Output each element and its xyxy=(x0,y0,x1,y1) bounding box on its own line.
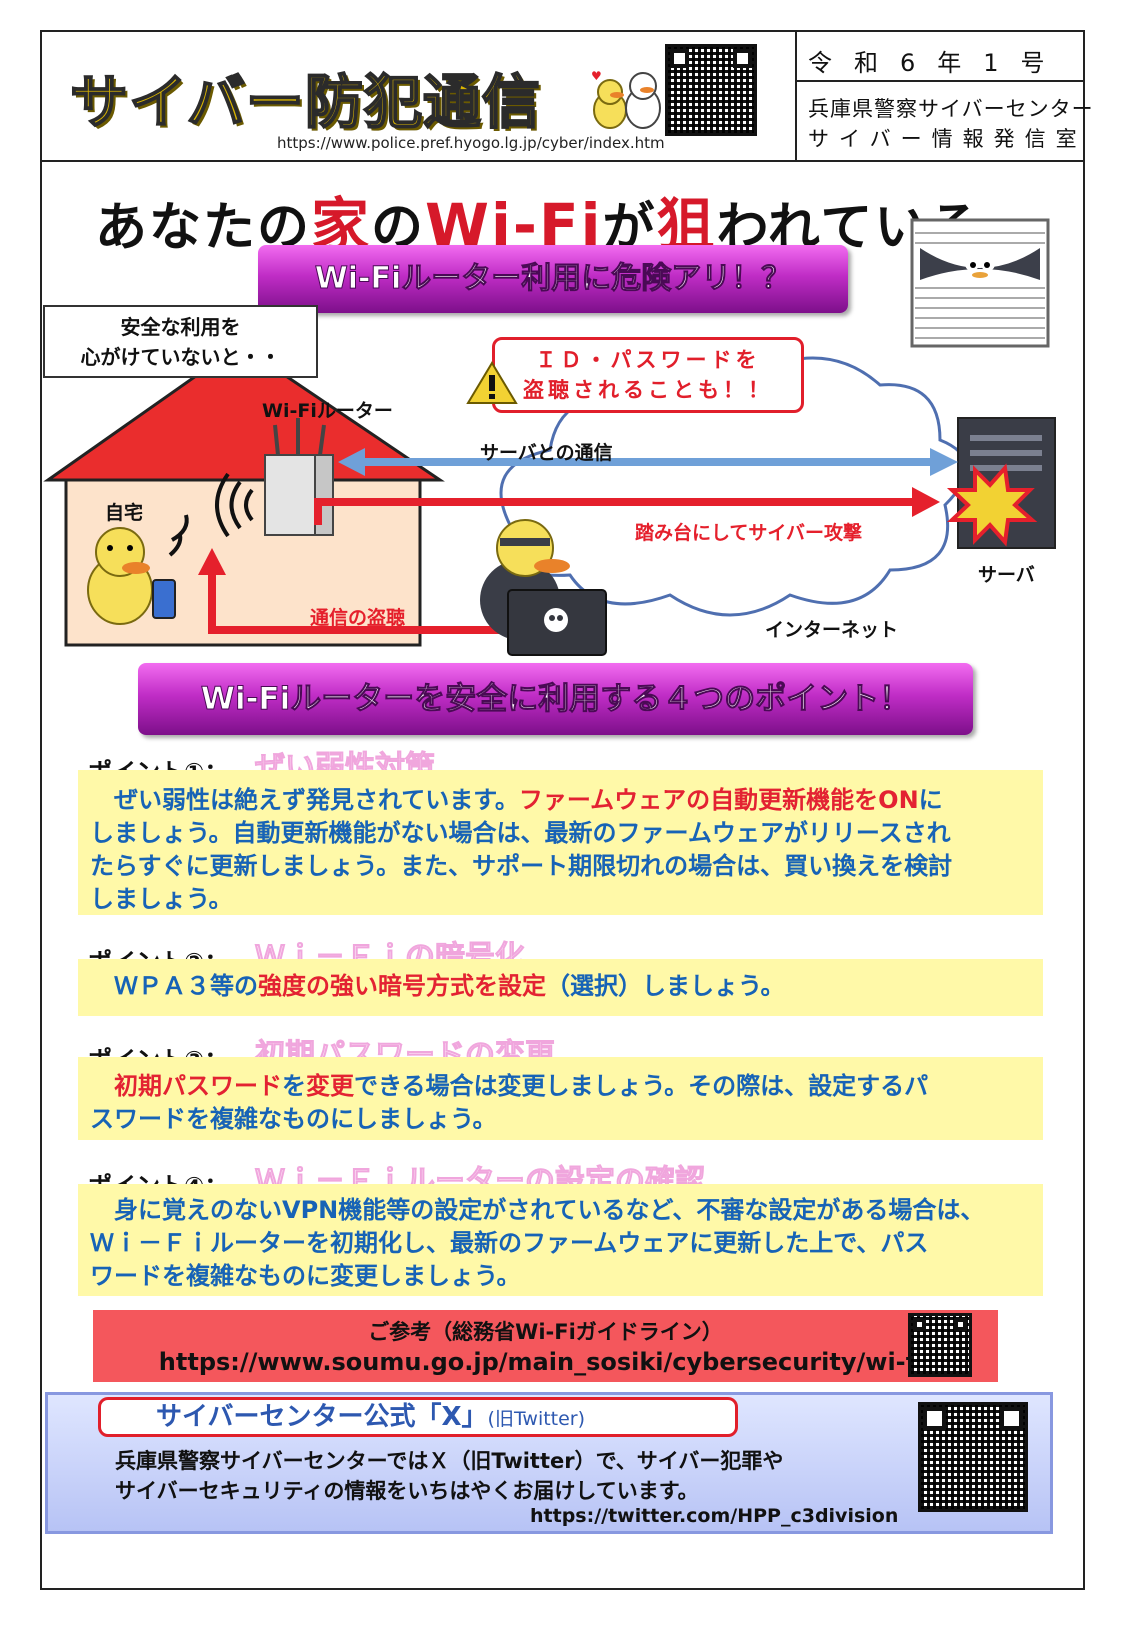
internet-label: インターネット xyxy=(765,619,899,641)
body-text: スワードを複雑なものにしましょう。 xyxy=(90,1105,497,1133)
router-label: Wi-Fiルーター xyxy=(262,400,393,422)
x-account-title-small: (旧Twitter) xyxy=(487,1408,586,1430)
body-text: （選択）しましょう。 xyxy=(546,972,785,1000)
point-body-line: たらすぐに更新しましょう。また、サポート期限切れの場合は、買い換えを検討 xyxy=(90,850,1031,883)
eavesdrop-arrow xyxy=(198,548,500,634)
impact-burst-icon xyxy=(946,463,1038,547)
body-text: Ｗｉ－Ｆｉルーターを初期化し、最新のファームウェアに更新した上で、パス xyxy=(90,1229,929,1257)
emphasis-text: ファームウェアの自動更新機能をON xyxy=(518,786,919,814)
point-3-body: 初期パスワードを変更できる場合は変更しましょう。その際は、設定するパスワードを複… xyxy=(78,1057,1043,1140)
eavesdrop-warning: ＩＤ・パスワードを 盗聴されることも！！ xyxy=(492,337,804,413)
body-text: ワードを複雑なものに変更しましょう。 xyxy=(90,1262,521,1290)
attack-label: 踏み台にしてサイバー攻撃 xyxy=(635,522,863,544)
server-label: サーバ xyxy=(978,564,1035,586)
issue-number: 令和6年1号 xyxy=(808,49,1067,77)
peeking-duck-blinds-icon xyxy=(910,218,1050,348)
x-account-description: 兵庫県警察サイバーセンターではＸ（旧Twitter）で、サイバー犯罪や サイバー… xyxy=(115,1446,783,1506)
body-text: 身に覚えのないVPN機能等の設定がされているなど、不審な設定がある場合は、 xyxy=(90,1196,985,1224)
mascot-ducks-icon: ♥ xyxy=(591,69,661,129)
x-account-url[interactable]: https://twitter.com/HPP_c3division xyxy=(530,1505,899,1527)
reference-url[interactable]: https://www.soumu.go.jp/main_sosiki/cybe… xyxy=(158,1348,933,1376)
note-line: 安全な利用を xyxy=(120,315,241,339)
body-text: しましょう。 xyxy=(90,885,233,913)
point-body-line: 身に覚えのないVPN機能等の設定がされているなど、不審な設定がある場合は、 xyxy=(90,1194,1031,1227)
warning-triangle-icon xyxy=(466,361,518,404)
department-name: 兵庫県警察サイバーセンター xyxy=(808,97,1094,121)
body-text xyxy=(90,1072,114,1100)
body-text: しましょう。自動更新機能がない場合は、最新のファームウェアがリリースされ xyxy=(90,819,951,847)
four-points-banner: Wi-Fiルーターを安全に利用する４つのポイント！ xyxy=(138,663,973,735)
careless-use-note: 安全な利用を 心がけていないと・・ xyxy=(43,305,318,378)
attack-arrow xyxy=(314,487,940,525)
header-vertical-divider xyxy=(795,30,797,160)
wifi-attack-diagram xyxy=(43,343,1056,656)
server-communication-arrow xyxy=(338,448,958,476)
warning-line: ＩＤ・パスワードを xyxy=(535,348,761,372)
masthead-title: サイバー防犯通信 xyxy=(69,67,541,137)
point-body-line: ぜい弱性は絶えず発見されています。ファームウェアの自動更新機能をONに xyxy=(90,784,1031,817)
smartphone-icon xyxy=(152,579,176,619)
svg-text:♥: ♥ xyxy=(591,69,602,83)
home-label: 自宅 xyxy=(105,502,144,524)
emphasis-text: 変更 xyxy=(306,1072,354,1100)
header-url[interactable]: https://www.police.pref.hyogo.lg.jp/cybe… xyxy=(277,134,665,152)
warning-line: 盗聴されることも！！ xyxy=(523,378,773,402)
eavesdrop-label: 通信の盗聴 xyxy=(310,607,406,629)
point-body-line: ワードを複雑なものに変更しましょう。 xyxy=(90,1260,1031,1293)
x-qr-code-icon xyxy=(918,1402,1028,1512)
header-divider xyxy=(40,160,1085,162)
page-frame xyxy=(40,30,1085,1590)
x-account-title: サイバーセンター公式「X」(旧Twitter) xyxy=(98,1397,738,1437)
wifi-router-icon xyxy=(264,418,334,536)
header-issue-divider xyxy=(795,80,1085,82)
body-text: ＷＰＡ３等の xyxy=(90,972,258,1000)
note-line: 心がけていないと・・ xyxy=(80,345,281,369)
x-description-line: サイバーセキュリティの情報をいちはやくお届けしています。 xyxy=(115,1479,699,1503)
body-text: できる場合は変更しましょう。その際は、設定するパ xyxy=(354,1072,929,1100)
body-text: に xyxy=(918,786,943,814)
header-qr-code-icon xyxy=(665,44,757,136)
reference-qr-code-icon xyxy=(908,1313,972,1377)
emphasis-text: 初期パスワード xyxy=(114,1072,282,1100)
body-text: たらすぐに更新しましょう。また、サポート期限切れの場合は、買い換えを検討 xyxy=(90,852,953,880)
point-body-line: スワードを複雑なものにしましょう。 xyxy=(90,1103,1031,1136)
x-description-line: 兵庫県警察サイバーセンターではＸ（旧Twitter）で、サイバー犯罪や xyxy=(115,1449,784,1473)
point-body-line: 初期パスワードを変更できる場合は変更しましょう。その際は、設定するパ xyxy=(90,1070,1031,1103)
point-body-line: しましょう。 xyxy=(90,883,1031,916)
office-name: サイバー情報発信室 xyxy=(808,127,1087,151)
body-text: ぜい弱性は絶えず発見されています。 xyxy=(90,786,519,814)
danger-banner: Wi-Fiルーター利用に危険アリ！？ xyxy=(258,245,848,313)
point-2-body: ＷＰＡ３等の強度の強い暗号方式を設定（選択）しましょう。 xyxy=(78,959,1043,1016)
point-1-body: ぜい弱性は絶えず発見されています。ファームウェアの自動更新機能をONにしましょう… xyxy=(78,770,1043,915)
hacker-duck-icon xyxy=(480,519,607,656)
body-text: を xyxy=(282,1072,306,1100)
x-account-title-text: サイバーセンター公式「X」 xyxy=(156,1402,488,1432)
server-communication-label: サーバとの通信 xyxy=(480,442,613,464)
point-body-line: しましょう。自動更新機能がない場合は、最新のファームウェアがリリースされ xyxy=(90,817,1031,850)
point-4-body: 身に覚えのないVPN機能等の設定がされているなど、不審な設定がある場合は、 Ｗｉ－… xyxy=(78,1184,1043,1296)
reference-title: ご参考（総務省Wi-Fiガイドライン） xyxy=(368,1320,723,1344)
point-body-line: ＷＰＡ３等の強度の強い暗号方式を設定（選択）しましょう。 xyxy=(90,970,1031,1003)
emphasis-text: 強度の強い暗号方式を設定 xyxy=(258,972,546,1000)
home-duck-icon xyxy=(87,527,153,625)
reference-box: ご参考（総務省Wi-Fiガイドライン） https://www.soumu.go… xyxy=(93,1310,998,1382)
point-body-line: Ｗｉ－Ｆｉルーターを初期化し、最新のファームウェアに更新した上で、パス xyxy=(90,1227,1031,1260)
